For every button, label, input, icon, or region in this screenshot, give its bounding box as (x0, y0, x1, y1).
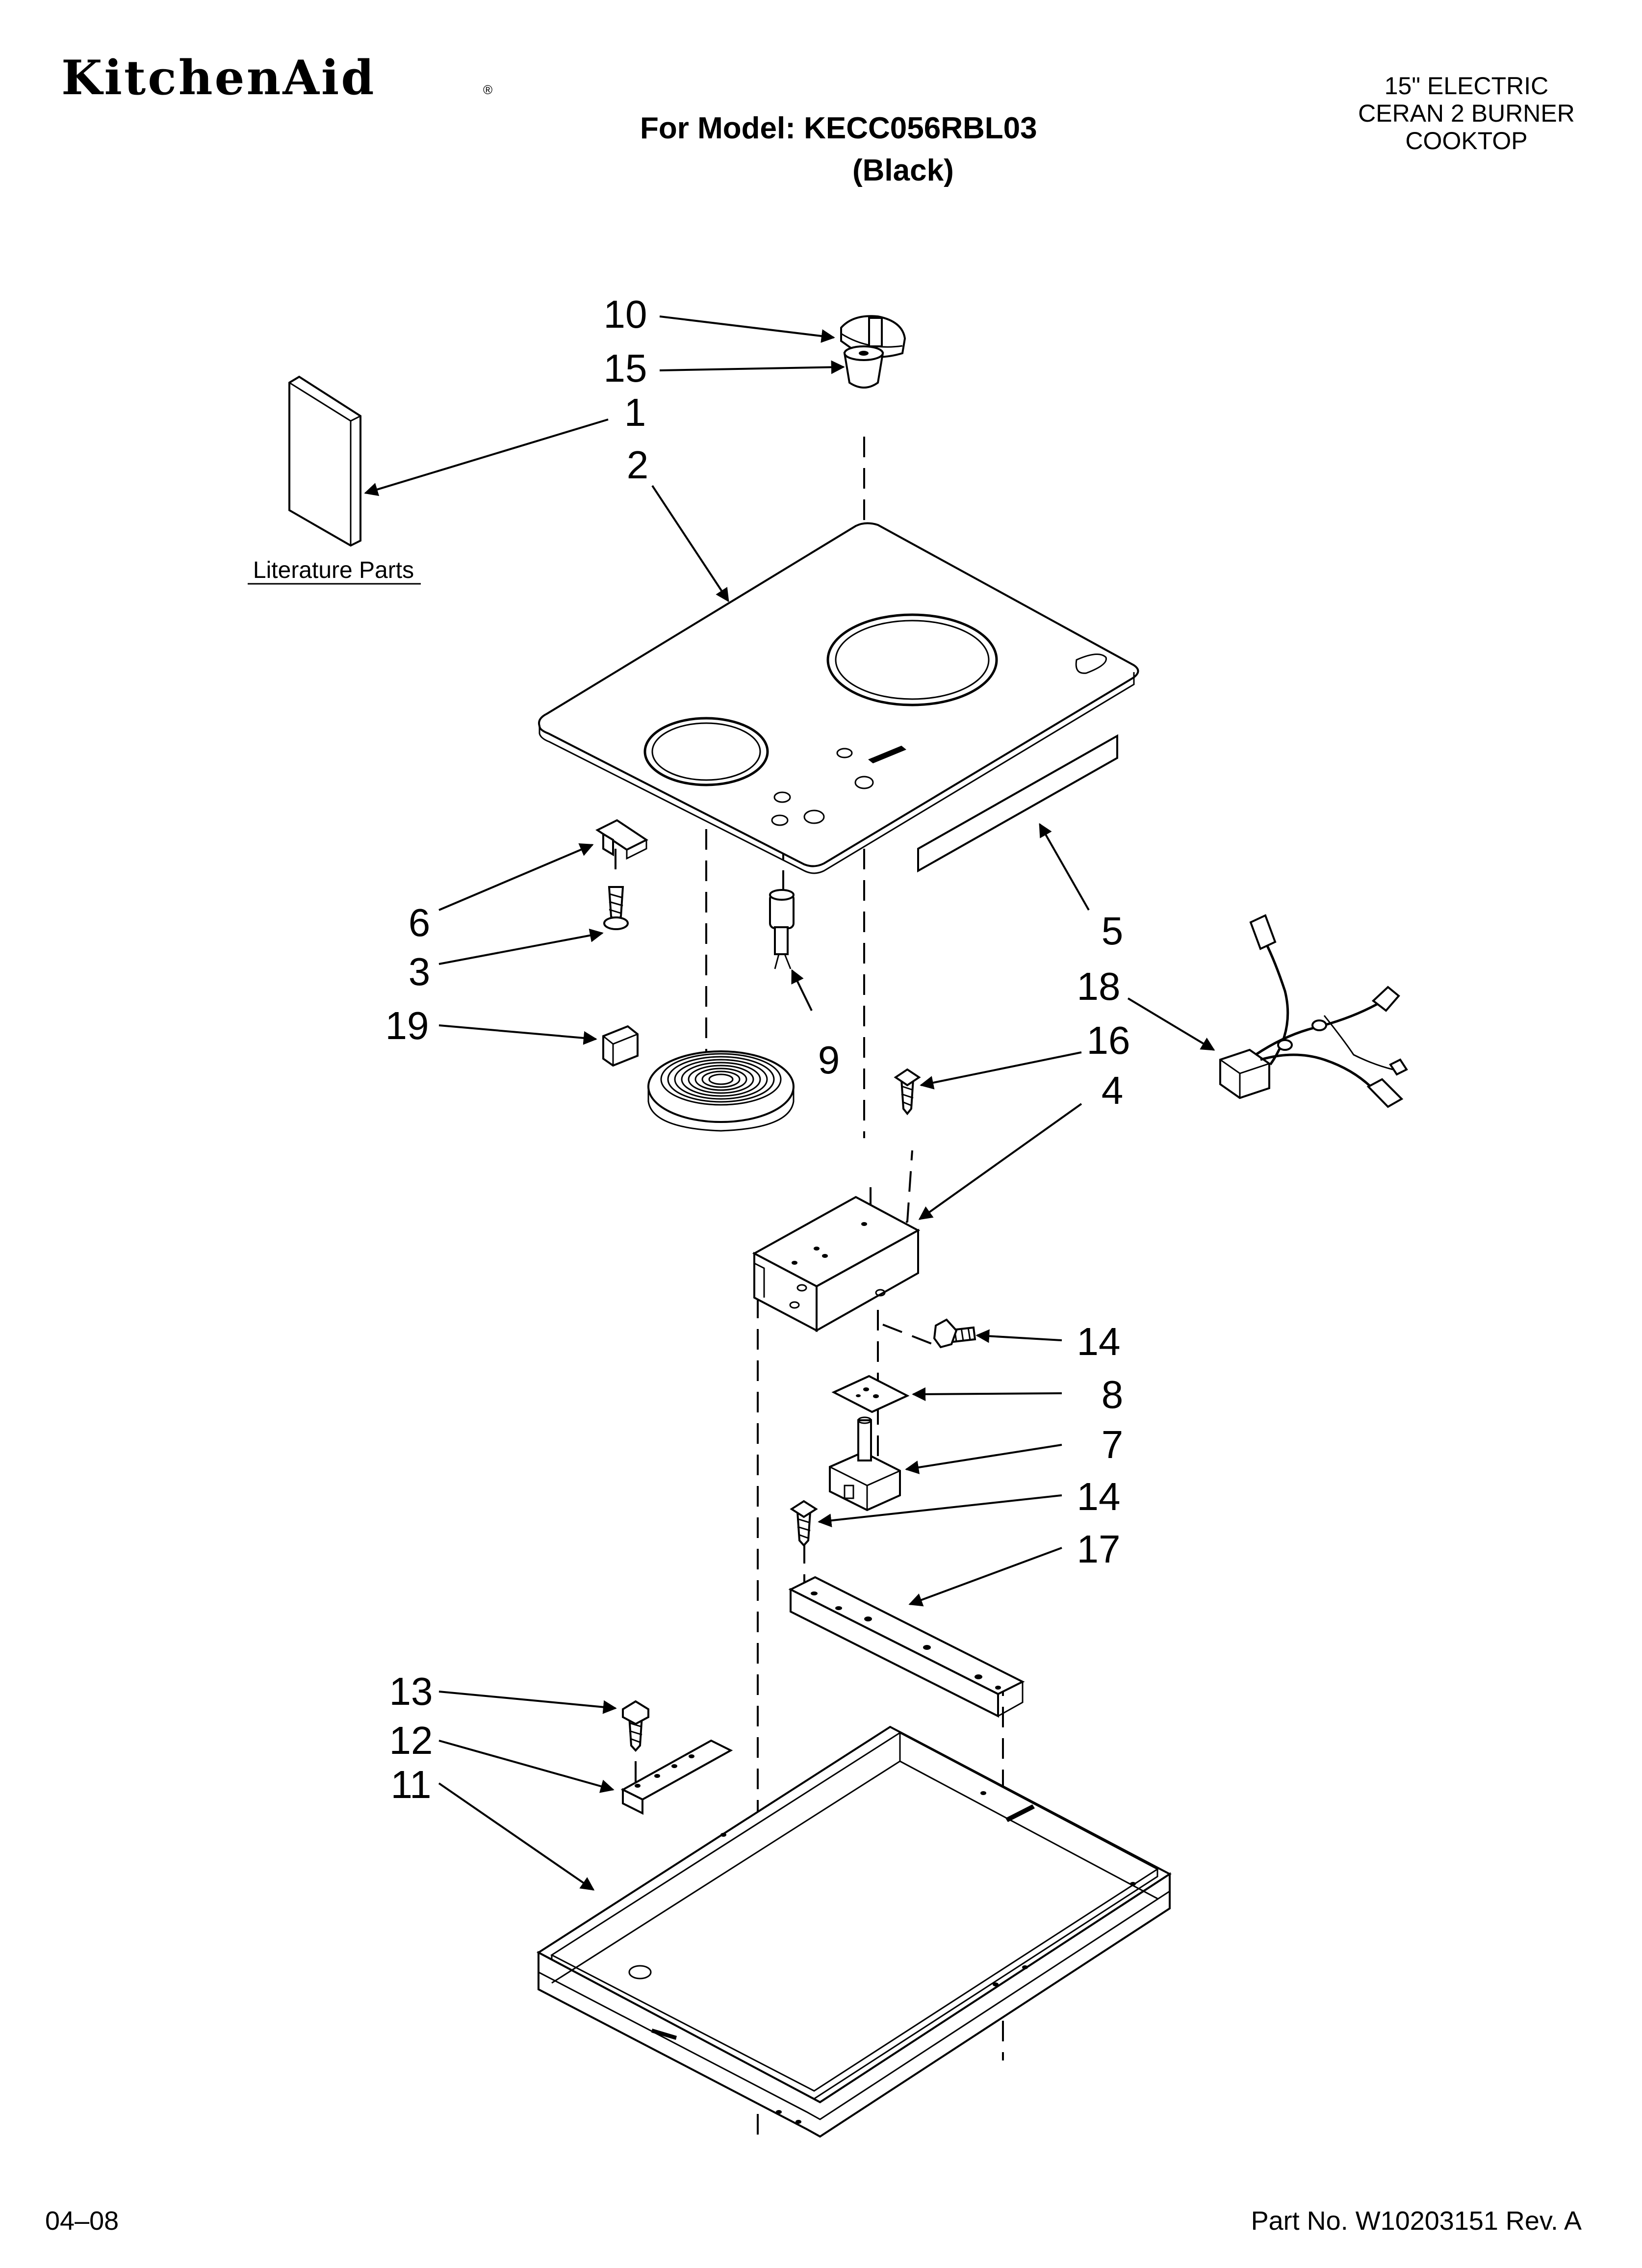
literature-label: Literature Parts (253, 557, 414, 583)
callout-numbers: 10 15 1 2 6 3 19 9 5 18 16 4 14 8 7 14 1… (385, 292, 1130, 1806)
wire-harness (1219, 914, 1408, 1108)
callout-14-lower: 14 (1077, 1475, 1121, 1518)
callout-17: 17 (1077, 1527, 1121, 1571)
bracket-clip (595, 819, 648, 860)
callout-1: 1 (624, 391, 646, 434)
footer-part-number: Part No. W10203151 Rev. A (1251, 2206, 1582, 2236)
brand-logo: KitchenAid (61, 50, 376, 105)
radiant-element (602, 1025, 795, 1132)
glass-cooktop (538, 522, 1139, 874)
callout-10: 10 (604, 292, 647, 336)
header: KitchenAid ® For Model: KECC056RBL03 (Bl… (61, 50, 1575, 187)
screw-14-lower (790, 1500, 818, 1547)
callout-6: 6 (409, 901, 431, 944)
callout-13: 13 (389, 1669, 433, 1713)
product-line-2: CERAN 2 BURNER (1358, 100, 1575, 127)
callout-9: 9 (818, 1038, 840, 1082)
indicator-light (769, 889, 795, 969)
callout-19: 19 (385, 1004, 429, 1047)
callout-12: 12 (389, 1719, 433, 1762)
literature-parts: Literature Parts (248, 375, 421, 585)
knob-insert (843, 345, 884, 389)
footer: 04–08 Part No. W10203151 Rev. A (45, 2206, 1582, 2236)
screw-14-upper (933, 1318, 976, 1349)
callout-7: 7 (1102, 1423, 1124, 1466)
callout-14-upper: 14 (1077, 1320, 1121, 1363)
screw-3 (603, 886, 629, 930)
model-color: (Black) (852, 154, 954, 187)
mounting-bracket (788, 1576, 1025, 1718)
callout-16: 16 (1087, 1018, 1130, 1062)
callout-8: 8 (1102, 1373, 1124, 1416)
product-line-3: COOKTOP (1405, 127, 1527, 155)
trim-strip (917, 734, 1118, 873)
leader-lines (364, 315, 1215, 1891)
infinite-switch (829, 1416, 901, 1512)
switch-housing (752, 1196, 921, 1332)
footer-date: 04–08 (45, 2206, 119, 2236)
callout-5: 5 (1102, 909, 1124, 953)
registered-mark: ® (483, 82, 492, 97)
product-line-1: 15" ELECTRIC (1385, 72, 1549, 100)
screw-16 (894, 1068, 921, 1116)
switch-plate (831, 1375, 910, 1413)
screw-13 (622, 1700, 649, 1752)
callout-4: 4 (1102, 1069, 1124, 1112)
base-pan (537, 1725, 1172, 2138)
callout-3: 3 (409, 950, 431, 993)
small-bracket (620, 1739, 733, 1815)
callout-15: 15 (604, 346, 647, 390)
callout-2: 2 (627, 443, 649, 487)
model-title: For Model: KECC056RBL03 (640, 111, 1037, 145)
callout-18: 18 (1077, 965, 1121, 1008)
callout-11: 11 (390, 1763, 431, 1806)
